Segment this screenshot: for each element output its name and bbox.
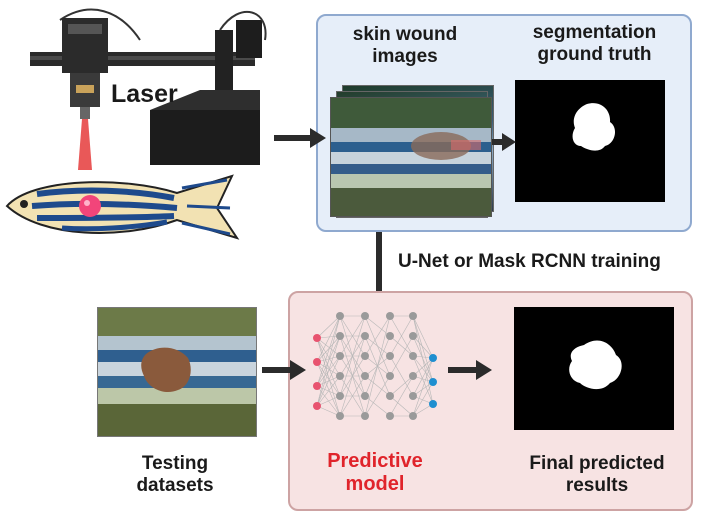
testing-dataset-image [97,307,257,437]
skin-wound-images-label: skin wound images [352,24,458,67]
laser-engraver-illustration [30,8,267,170]
predictive-model-label: Predictive model [327,450,423,495]
training-label: U-Net or Mask RCNN training [398,251,661,272]
final-predicted-results-label: Final predicted results [529,453,665,496]
arrow-images-to-ground-truth [492,133,516,151]
segmentation-ground-truth-label: segmentation ground truth [532,22,657,65]
skin-wound-image [330,97,492,217]
laser-label: Laser [111,80,178,108]
ground-truth-mask-image [515,80,665,202]
arrow-model-to-results [448,360,492,380]
final-predicted-mask-image [514,307,674,430]
arrow-testing-to-model [262,360,306,380]
zebrafish-illustration [5,174,240,240]
testing-datasets-label: Testing datasets [136,453,214,496]
neural-network-diagram [313,312,437,420]
arrow-laser-to-images [274,128,326,148]
